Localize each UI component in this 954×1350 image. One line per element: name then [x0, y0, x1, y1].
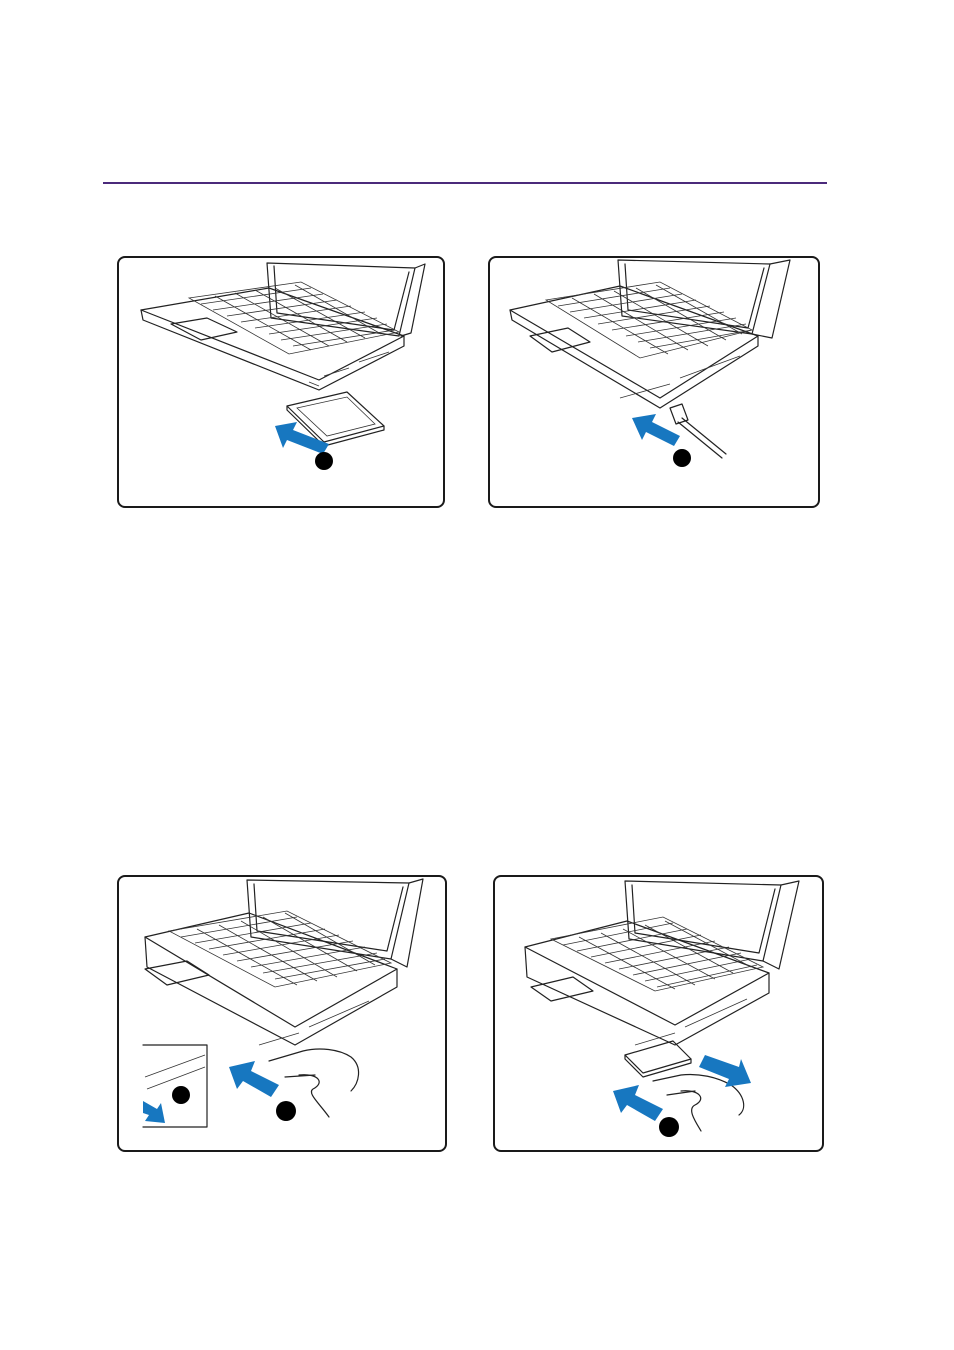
step-callout-icon: [673, 449, 691, 467]
laptop-drawing: [525, 881, 799, 1045]
laptop-cable-connect-drawing: [490, 258, 818, 506]
inset-eject-detail: [143, 1045, 207, 1127]
press-direction-arrow: [229, 1061, 279, 1097]
step-callout-icon: [276, 1101, 296, 1121]
laptop-drawing: [145, 879, 423, 1045]
section-divider: [103, 182, 827, 184]
inset-callout-icon: [172, 1086, 190, 1104]
illustration-connect-cable: [488, 256, 820, 508]
illustration-press-eject-button: [117, 875, 447, 1152]
laptop-drawing: [141, 263, 425, 390]
laptop-card-remove-drawing: [495, 877, 822, 1150]
laptop-card-insert-drawing: [119, 258, 443, 506]
step-callout-icon: [315, 452, 333, 470]
press-direction-arrow: [613, 1085, 663, 1121]
eject-direction-arrow: [143, 1101, 165, 1123]
ejected-pc-card-drawing: [625, 1041, 691, 1077]
illustration-insert-pc-card: [117, 256, 445, 508]
step-callout-icon: [659, 1117, 679, 1137]
connect-direction-arrow: [632, 414, 680, 446]
illustration-remove-pc-card: [493, 875, 824, 1152]
laptop-drawing: [510, 260, 790, 408]
insert-direction-arrow: [275, 422, 329, 454]
laptop-eject-press-drawing: [119, 877, 445, 1150]
